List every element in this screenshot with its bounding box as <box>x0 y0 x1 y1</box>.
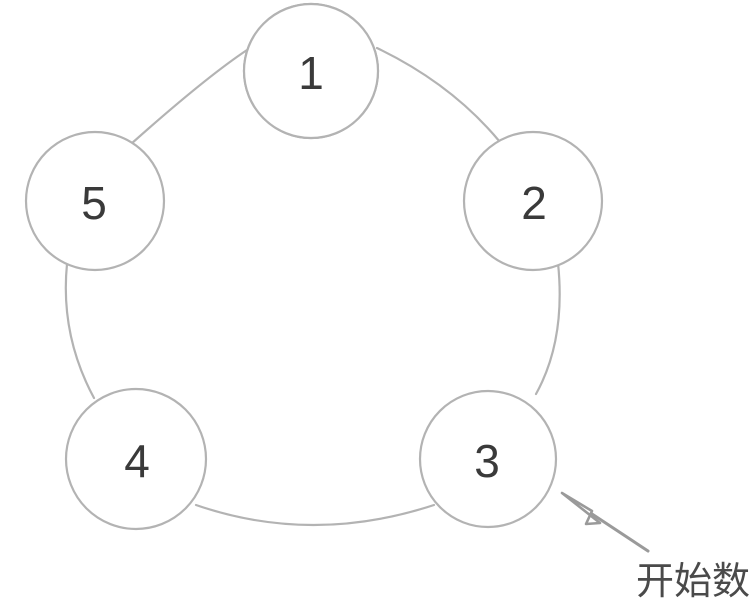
node-3[interactable]: 3 <box>418 389 558 529</box>
node-4-circle[interactable] <box>64 387 208 531</box>
node-3-circle[interactable] <box>418 389 558 529</box>
edge-group <box>64 46 561 527</box>
start-pointer-label: 开始数 <box>636 559 750 603</box>
start-pointer-annotation: 开始数 <box>560 491 750 603</box>
edge-2-to-3 <box>534 261 561 396</box>
node-2-circle[interactable] <box>462 130 604 272</box>
node-5-circle[interactable] <box>24 130 166 272</box>
node-1[interactable]: 1 <box>242 2 380 140</box>
pointer-arrow-shaft <box>587 510 650 553</box>
node-1-label: 1 <box>298 47 324 99</box>
node-1-circle-geom <box>242 2 380 140</box>
pointer-arrow-head-icon <box>560 491 602 526</box>
node-5[interactable]: 5 <box>24 130 166 272</box>
node-5-label: 5 <box>81 177 107 229</box>
node-2-label: 2 <box>521 177 547 229</box>
edge-1-to-2 <box>375 46 502 144</box>
edge-3-to-4 <box>194 503 436 527</box>
node-4[interactable]: 4 <box>64 387 208 531</box>
node-3-label: 3 <box>474 435 500 487</box>
edge-5-to-1 <box>129 48 249 146</box>
edge-4-to-5 <box>64 262 96 400</box>
node-4-label: 4 <box>124 435 150 487</box>
node-2[interactable]: 2 <box>462 130 604 272</box>
